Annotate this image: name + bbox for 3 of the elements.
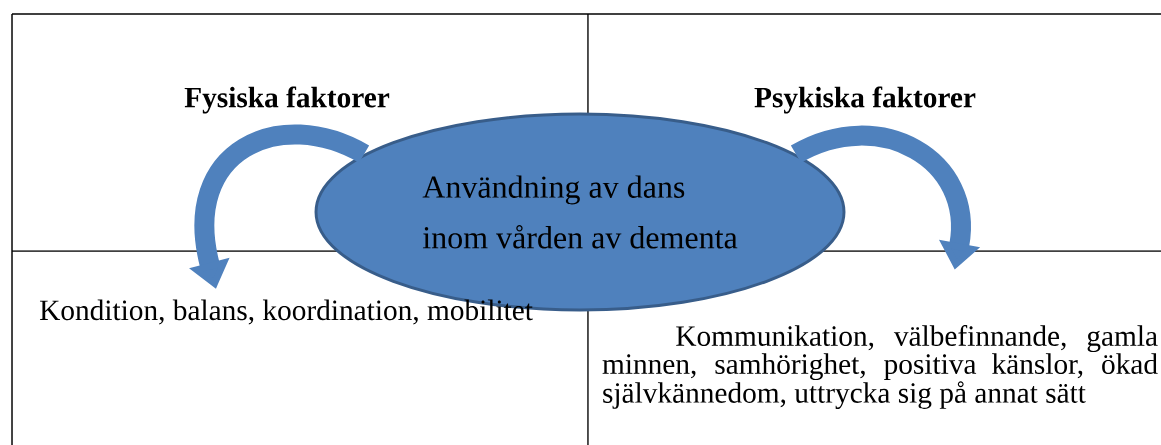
body-text: Kommunikation, välbefinnande, gamla minnen, samhörighet, positiva känslor, ökad självkännedom, uttrycka sig på annat sätt (602, 325, 1158, 409)
heading-text: Psykiska faktorer (754, 86, 976, 114)
heading-text: Fysiska faktorer (184, 86, 390, 114)
